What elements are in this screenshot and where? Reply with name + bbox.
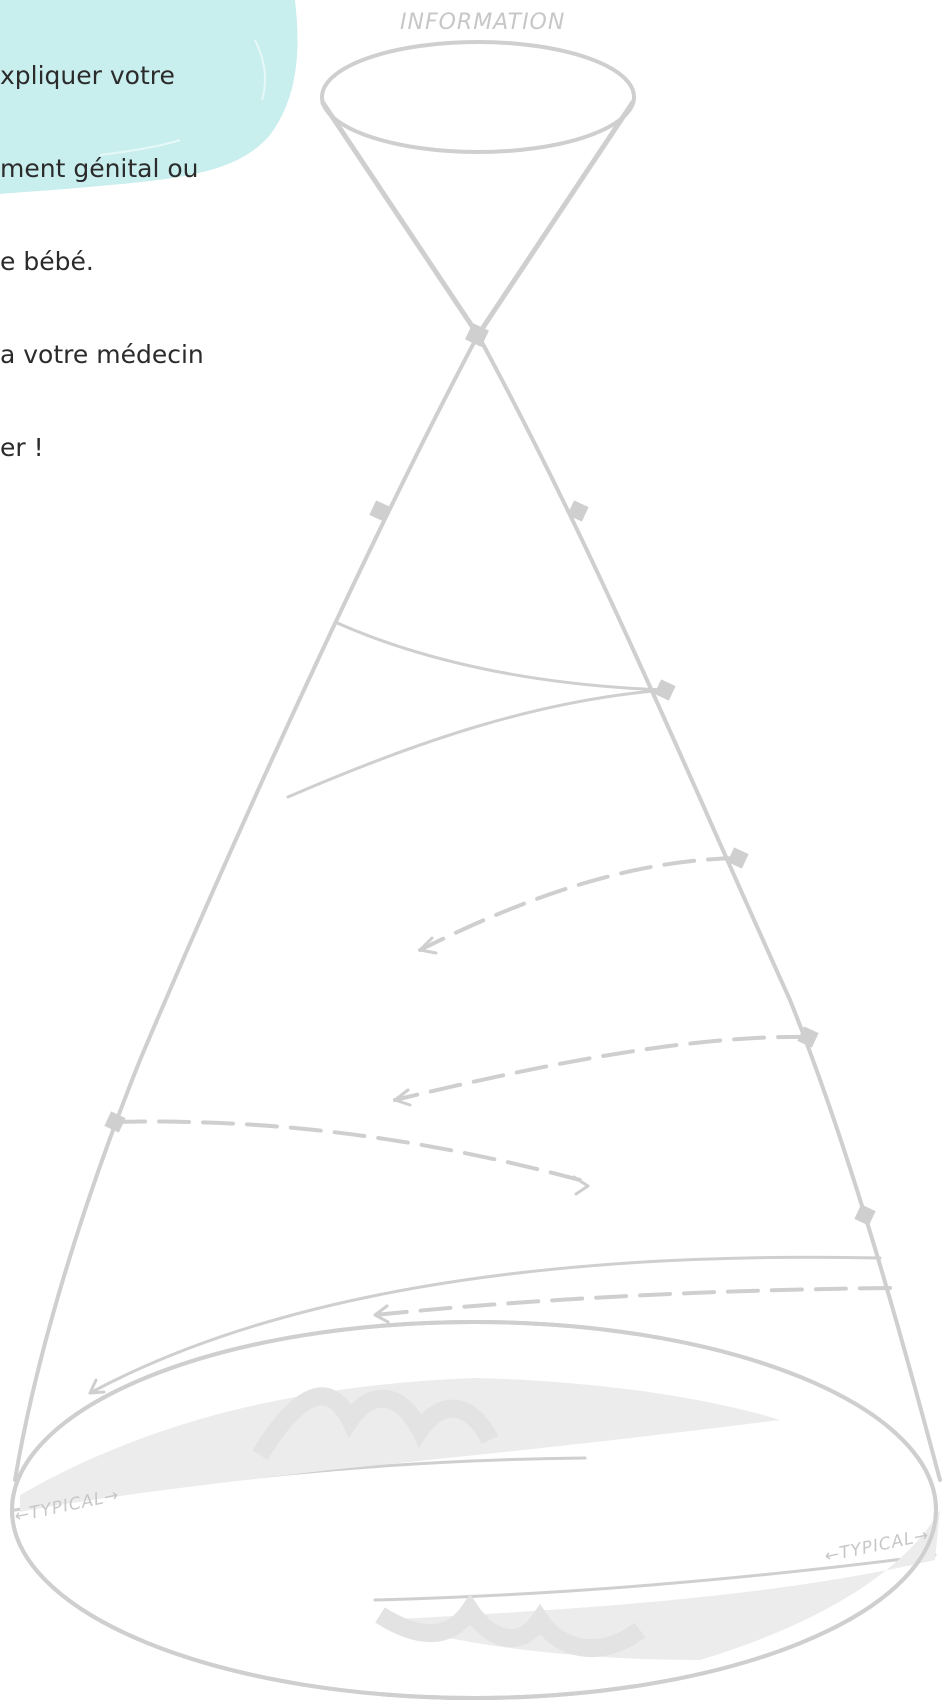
curve-dashed-3 (115, 1122, 580, 1180)
node-marker (104, 1111, 125, 1132)
node-marker (654, 679, 675, 700)
top-cone-left-edge (323, 103, 478, 335)
curve-solid-long (90, 1257, 880, 1393)
curve-solid-top (335, 622, 665, 690)
main-cone-left-edge (15, 335, 478, 1480)
main-cone-right-edge (478, 335, 940, 1480)
information-label: INFORMATION (400, 10, 565, 35)
node-marker (854, 1204, 875, 1225)
curve-dashed-1 (420, 858, 738, 950)
top-ellipse (322, 42, 634, 152)
curve-dashed-4 (375, 1288, 890, 1315)
curve-solid-return (288, 690, 665, 797)
curve-dashed-2 (395, 1037, 808, 1100)
top-cone-right-edge (478, 102, 633, 335)
